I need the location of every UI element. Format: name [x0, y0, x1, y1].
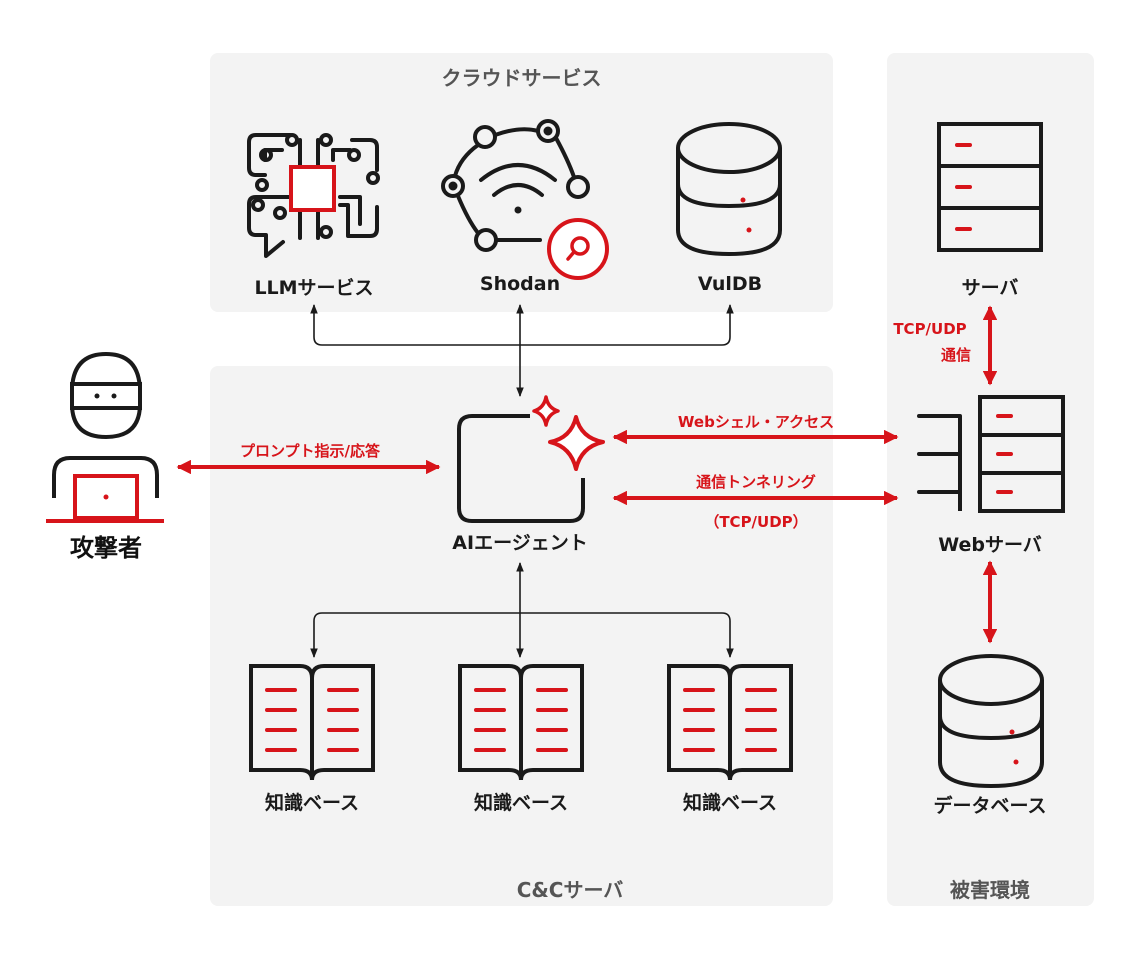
database-icon: [938, 654, 1044, 789]
knowledge-base-label-2: 知識ベース: [473, 792, 569, 814]
vuldb-label: VulDB: [697, 273, 763, 295]
knowledge-connectors: [310, 562, 734, 658]
webshell-edge-label: Webシェル・アクセス: [677, 413, 835, 431]
database-icon: [676, 122, 782, 257]
knowledge-base-label-3: 知識ベース: [682, 792, 778, 814]
tcp-edge-label-line2: 通信: [940, 346, 971, 364]
server-rack-icon: [937, 122, 1043, 252]
chip-core-icon: [289, 165, 336, 212]
chip-chat-icon: [247, 133, 380, 258]
cloud-panel-title: クラウドサービス: [441, 66, 602, 90]
victim-environment-panel: [887, 53, 1094, 906]
cloud-connectors: [310, 304, 734, 397]
prompt-edge-label: プロンプト指示/応答: [239, 442, 381, 460]
knowledge-base-label-1: 知識ベース: [264, 792, 360, 814]
cc-panel-title: C&Cサーバ: [516, 878, 624, 902]
victim-panel-title: 被害環境: [950, 878, 1030, 902]
tunnel-edge-sublabel: （TCP/UDP）: [704, 513, 808, 531]
hacker-laptop-icon: [46, 351, 164, 523]
network-search-icon: [441, 119, 590, 252]
web-server-icon: [917, 395, 1065, 513]
sparkle-window-icon: [457, 395, 605, 523]
llm-service-label: LLMサービス: [254, 277, 374, 299]
book-icon: [458, 664, 584, 781]
tcp-edge-label-line1: TCP/UDP: [893, 320, 967, 338]
attacker-label: 攻撃者: [70, 534, 142, 562]
web-server-label: Webサーバ: [938, 534, 1042, 556]
server-label: サーバ: [961, 277, 1019, 299]
shodan-label: Shodan: [479, 273, 561, 295]
tunnel-edge-label: 通信トンネリング: [696, 473, 816, 491]
magnifier-badge-icon: [547, 218, 609, 280]
database-label: データベース: [933, 795, 1047, 817]
book-icon: [249, 664, 375, 781]
ai-agent-label: AIエージェント: [452, 532, 588, 554]
book-icon: [667, 664, 793, 781]
